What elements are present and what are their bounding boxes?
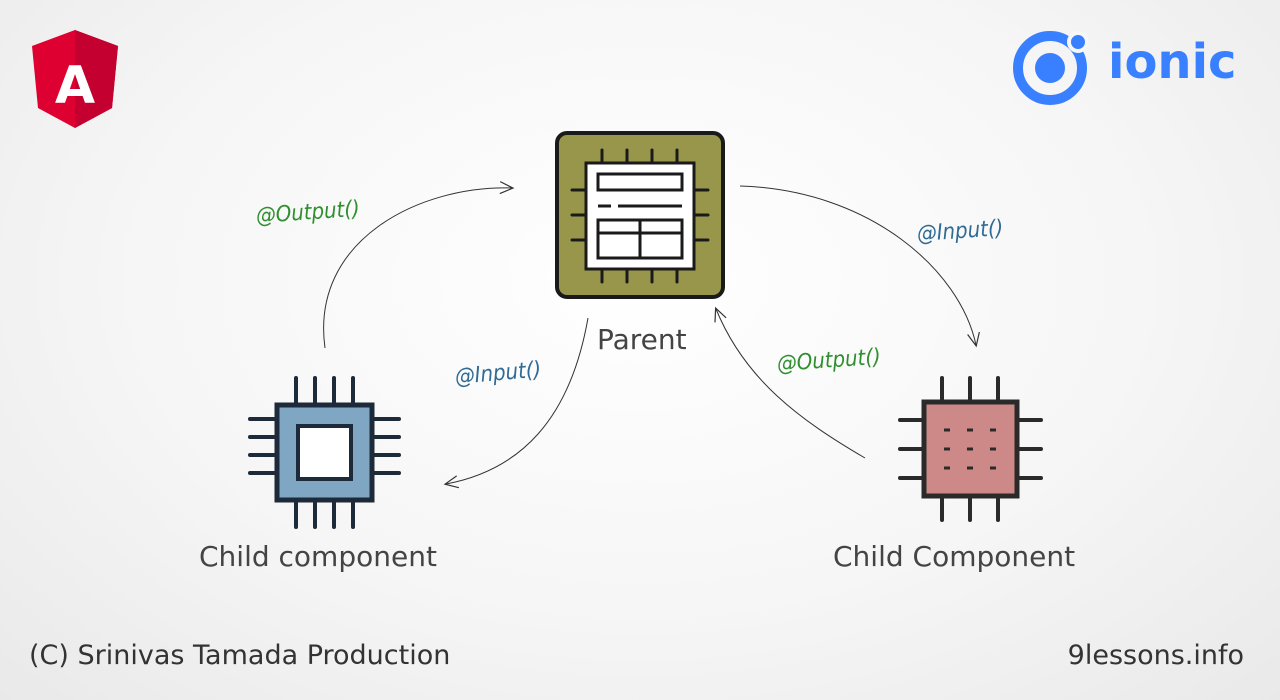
angular-logo-letter: A — [55, 56, 95, 116]
child-left-chip-icon — [248, 376, 401, 529]
parent-chip-icon — [555, 131, 725, 299]
angular-logo: A — [32, 30, 118, 128]
site-url-text: 9lessons.info — [1067, 640, 1244, 671]
edge-right-output-arrow — [714, 306, 866, 459]
edge-right-input-arrow — [739, 185, 980, 348]
copyright-text: (C) Srinivas Tamada Production — [29, 640, 451, 671]
ionic-logo-icon — [1013, 31, 1089, 105]
edge-left-output-arrow — [323, 181, 515, 349]
child-left-label: Child component — [199, 540, 437, 573]
ionic-logo-wordmark: ionic — [1108, 34, 1237, 90]
parent-label: Parent — [597, 323, 687, 356]
child-right-chip-icon — [898, 376, 1043, 522]
edge-left-input-arrow — [443, 317, 589, 489]
child-right-label: Child Component — [833, 540, 1076, 573]
